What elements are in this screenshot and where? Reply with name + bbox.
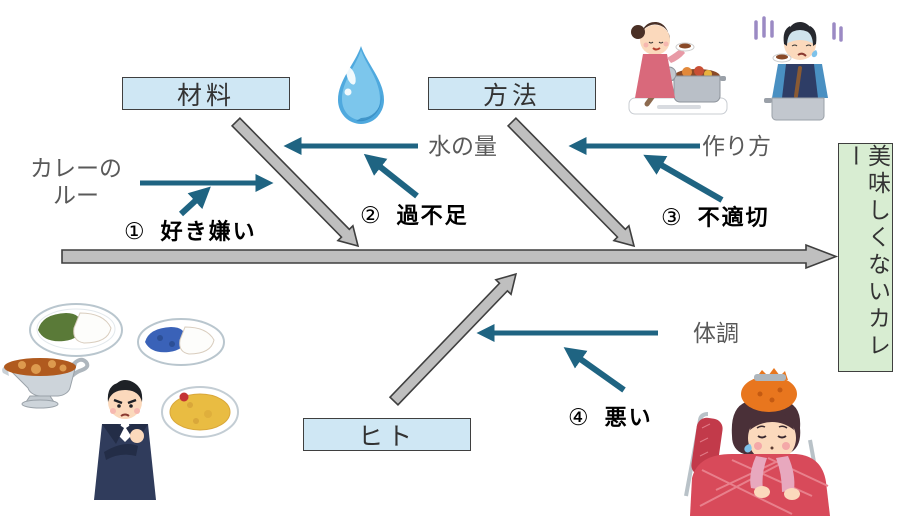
note-2-arrow [363,153,419,199]
effect-label: 美味しくないカレー [841,144,891,360]
effect-box: 美味しくないカレー [838,143,893,372]
cause-note-3: ③ 不適切 [661,200,770,232]
spine-arrow [61,243,839,270]
note-text-4: 悪い [604,405,653,430]
note-text-1: 好き嫌い [160,219,257,244]
cooking-man-image [754,16,843,121]
water-drop-image [338,46,384,124]
category-label-method: 方法 [482,81,541,110]
cause-label-roux: カレーの ルー [30,155,122,209]
cause-note-2: ② 過不足 [360,198,469,230]
circled-number-3: ③ [661,204,682,230]
cooking-woman-image [628,22,728,115]
note-3-arrow [643,154,724,203]
note-4-arrow [563,347,626,393]
gravy-boat-image [2,357,90,409]
yellow-curry-plate-image [161,386,239,438]
method-bone [506,117,636,248]
note-text-3: 不適切 [697,205,770,230]
category-box-method: 方法 [428,77,596,110]
category-label-person: ヒト [357,422,416,451]
category-box-materials: 材料 [122,77,290,110]
cause-label-water-amount: 水の量 [428,133,497,159]
materials-bone [230,117,360,248]
category-label-materials: 材料 [176,81,235,110]
cause-label-how-to-make: 作り方 [702,133,771,159]
cause-note-4: ④ 悪い [568,400,653,432]
sick-girl-in-bed-image [684,368,830,516]
category-box-person: ヒト [303,418,471,451]
green-curry-plate-image [29,303,123,357]
person-bone [388,272,518,406]
blue-curry-plate-image [137,318,225,366]
cause-label-condition: 体調 [693,320,739,346]
circled-number-4: ④ [568,404,589,430]
circled-number-1: ① [124,218,145,244]
cause-note-1: ① 好き嫌い [124,214,257,246]
circled-number-2: ② [360,202,381,228]
thinking-man-image [94,380,156,500]
note-1-arrow [178,186,211,217]
note-text-2: 過不足 [396,203,469,228]
